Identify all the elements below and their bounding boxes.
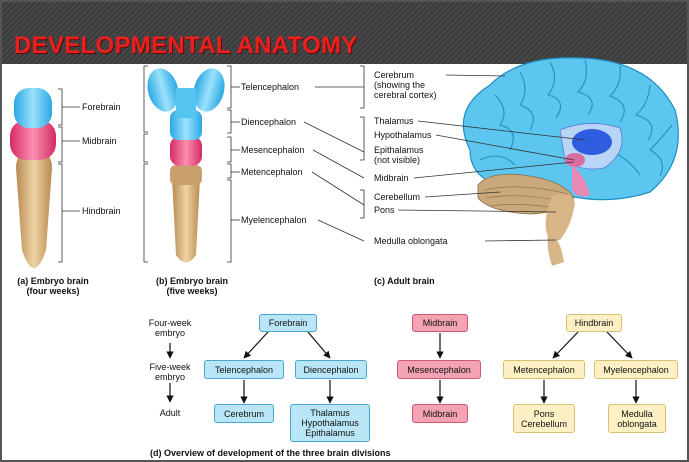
caption-c: (c) Adult brain: [374, 276, 435, 286]
box-diencephalon: Diencephalon: [295, 360, 367, 379]
label-pons: Pons: [374, 205, 395, 215]
label-thalamus: Thalamus: [374, 116, 414, 126]
box-mesencephalon: Mesencephalon: [397, 360, 481, 379]
panel-a-brackets: [58, 88, 80, 263]
label-diencephalon: Diencephalon: [241, 117, 297, 127]
box-cerebrum: Cerebrum: [214, 404, 274, 423]
embryo-five-week-illustration: [147, 68, 225, 263]
box-pons-cerebellum: Pons Cerebellum: [513, 404, 575, 433]
label-hindbrain: Hindbrain: [82, 206, 121, 216]
box-metencephalon: Metencephalon: [503, 360, 585, 379]
embryo-four-week-illustration: [10, 88, 56, 268]
stage-adult: Adult: [159, 408, 181, 418]
label-midbrain: Midbrain: [82, 136, 117, 146]
box-forebrain: Forebrain: [259, 314, 317, 332]
label-telencephalon: Telencephalon: [241, 82, 300, 92]
label-adult-midbrain: Midbrain: [374, 173, 409, 183]
box-medulla-oblongata: Medulla oblongata: [608, 404, 666, 433]
box-myelencephalon: Myelencephalon: [594, 360, 678, 379]
label-myelencephalon: Myelencephalon: [241, 215, 307, 225]
adult-brain-illustration: [462, 57, 679, 266]
label-medulla-oblongata: Medulla oblongata: [374, 236, 448, 246]
label-epithalamus: Epithalamus (not visible): [374, 145, 424, 165]
box-thalamus-group: Thalamus Hypothalamus Epithalamus: [290, 404, 370, 442]
caption-a: (a) Embryo brain (four weeks): [17, 276, 89, 296]
box-midbrain-four-week: Midbrain: [412, 314, 468, 332]
label-forebrain: Forebrain: [82, 102, 121, 112]
panel-d-arrows: [166, 331, 640, 404]
caption-b: (b) Embryo brain (five weeks): [155, 276, 228, 296]
label-hypothalamus: Hypothalamus: [374, 130, 432, 140]
b-to-c-connectors: [303, 65, 365, 242]
box-midbrain-adult: Midbrain: [412, 404, 468, 423]
box-telencephalon: Telencephalon: [204, 360, 284, 379]
label-metencephalon: Metencephalon: [241, 167, 303, 177]
caption-d: (d) Overview of development of the three…: [150, 448, 391, 458]
stage-four-week: Four-week embryo: [148, 318, 192, 338]
panel-b-brackets: [143, 65, 240, 263]
label-cerebrum: Cerebrum (showing the cerebral cortex): [374, 70, 437, 100]
slide-title: DEVELOPMENTAL ANATOMY: [14, 32, 358, 59]
panel-c-leaders: [397, 74, 586, 242]
label-mesencephalon: Mesencephalon: [241, 145, 305, 155]
label-cerebellum: Cerebellum: [374, 192, 421, 202]
header-band: [0, 0, 689, 64]
stage-five-week: Five-week embryo: [149, 362, 191, 382]
box-hindbrain: Hindbrain: [566, 314, 622, 332]
